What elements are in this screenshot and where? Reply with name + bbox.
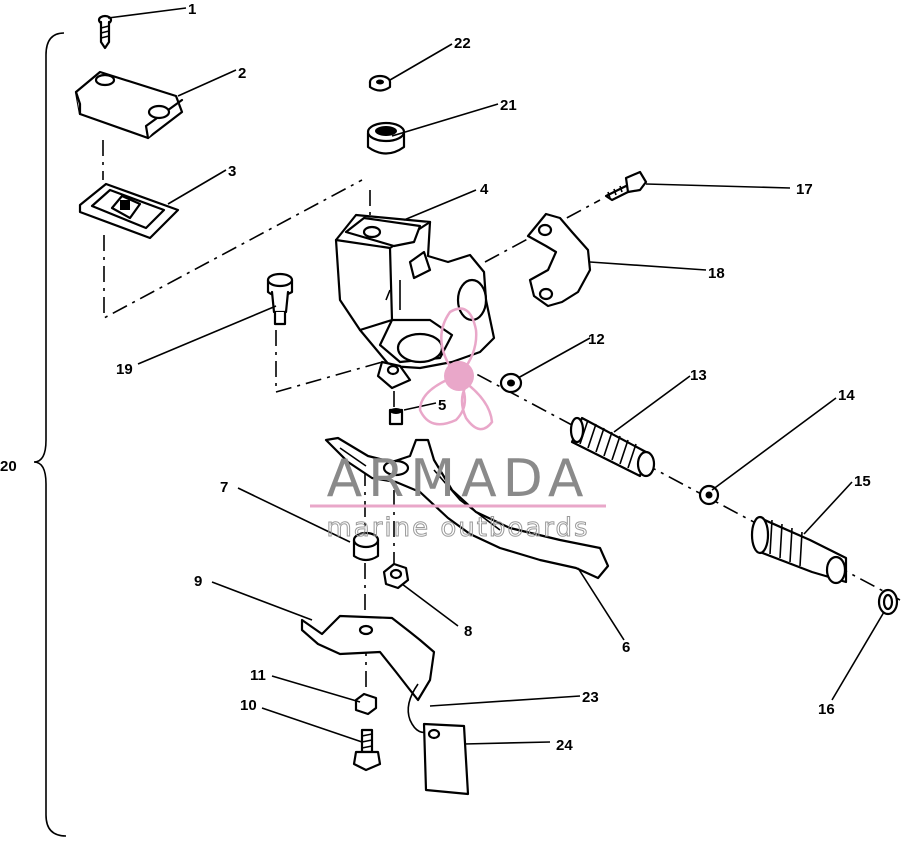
watermark-propeller-icon <box>418 307 494 431</box>
part-nut-8 <box>382 562 410 590</box>
callout-19: 19 <box>116 361 133 378</box>
watermark: ARMADA marine outboards <box>310 307 606 544</box>
callout-18: 18 <box>708 265 725 282</box>
callout-7: 7 <box>220 479 228 496</box>
callout-4: 4 <box>480 181 489 198</box>
part-diaphragm-3 <box>78 182 180 240</box>
part-bracket-9 <box>300 614 436 702</box>
part-clip-7 <box>352 531 380 562</box>
part-washer-14 <box>698 484 720 506</box>
assembly-bracket <box>33 32 67 837</box>
callout-6: 6 <box>622 639 630 656</box>
part-lever-6 <box>324 436 610 580</box>
callout-5: 5 <box>438 397 446 414</box>
callout-16: 16 <box>818 701 835 718</box>
part-piston-15 <box>750 515 848 585</box>
part-pivot-bolt-19 <box>266 272 294 326</box>
watermark-logo <box>418 307 494 431</box>
callout-22: 22 <box>454 35 471 52</box>
callout-17: 17 <box>796 181 813 198</box>
callout-10: 10 <box>240 697 257 714</box>
callout-15: 15 <box>854 473 871 490</box>
part-tag-24 <box>422 722 470 796</box>
watermark-title: ARMADA <box>327 449 590 509</box>
callout-1: 1 <box>188 1 196 18</box>
callout-2: 2 <box>238 65 246 82</box>
callout-14: 14 <box>838 387 855 404</box>
part-cup-21 <box>366 121 406 155</box>
part-master-cylinder-4 <box>334 213 496 390</box>
callout-21: 21 <box>500 97 517 114</box>
callout-13: 13 <box>690 367 707 384</box>
part-reservoir-cover-2 <box>74 70 184 140</box>
callout-labels: 1 2 3 4 5 6 7 8 9 10 11 12 13 14 15 16 1… <box>0 1 871 754</box>
callout-24: 24 <box>556 737 573 754</box>
centerlines <box>102 140 901 690</box>
callout-9: 9 <box>194 573 202 590</box>
leader-lines <box>107 7 885 745</box>
callout-3: 3 <box>228 163 236 180</box>
part-screw-1 <box>97 14 113 50</box>
callout-12: 12 <box>588 331 605 348</box>
watermark-subtitle: marine outboards <box>326 513 589 543</box>
callout-23: 23 <box>582 689 599 706</box>
callout-8: 8 <box>464 623 472 640</box>
part-spring-13 <box>569 416 656 478</box>
callout-11: 11 <box>250 667 266 684</box>
part-nut-11 <box>354 692 378 716</box>
part-washer-12 <box>499 372 523 394</box>
callout-20: 20 <box>0 458 17 475</box>
part-washer-22 <box>368 74 392 92</box>
part-screw-10 <box>352 728 382 772</box>
part-pin-5 <box>388 408 404 426</box>
part-circlip-16 <box>877 588 899 616</box>
part-bolt-17 <box>604 170 648 202</box>
part-clamp-18 <box>526 212 592 308</box>
